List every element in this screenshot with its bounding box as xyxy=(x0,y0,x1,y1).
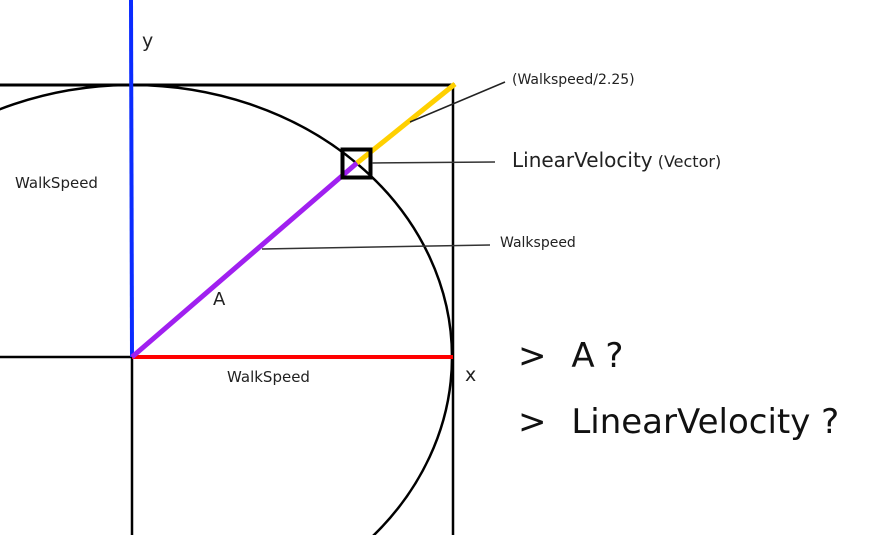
question-text: LinearVelocity ? xyxy=(571,402,840,442)
diagonal-walkspeed-line xyxy=(130,161,359,359)
linear-velocity-suffix: (Vector) xyxy=(657,152,722,171)
question-marker: > xyxy=(518,402,547,442)
overshoot-label: (Walkspeed/2.25) xyxy=(512,72,635,88)
linear-velocity-leader-line xyxy=(371,161,496,164)
overshoot-leader-line xyxy=(409,81,506,123)
y-axis-label: y xyxy=(142,30,154,52)
question-linear-velocity: > LinearVelocity ? xyxy=(518,402,839,442)
overshoot-line xyxy=(355,82,457,165)
walkspeed-circle xyxy=(0,83,454,535)
angle-label: A xyxy=(213,289,226,310)
diagonal-leader-line xyxy=(261,244,491,250)
question-a: > A ? xyxy=(518,336,623,376)
x-walkspeed-label: WalkSpeed xyxy=(227,368,310,386)
question-marker: > xyxy=(518,336,547,376)
y-walkspeed-label: WalkSpeed xyxy=(15,174,98,192)
question-text: A ? xyxy=(571,336,624,376)
linear-velocity-marker xyxy=(340,147,373,180)
diagonal-walkspeed-label: Walkspeed xyxy=(500,235,576,251)
linear-velocity-text: LinearVelocity xyxy=(512,148,653,172)
x-axis-label: x xyxy=(465,364,477,386)
linear-velocity-label: LinearVelocity (Vector) xyxy=(512,148,721,172)
y-axis-walkspeed-line xyxy=(129,0,134,358)
